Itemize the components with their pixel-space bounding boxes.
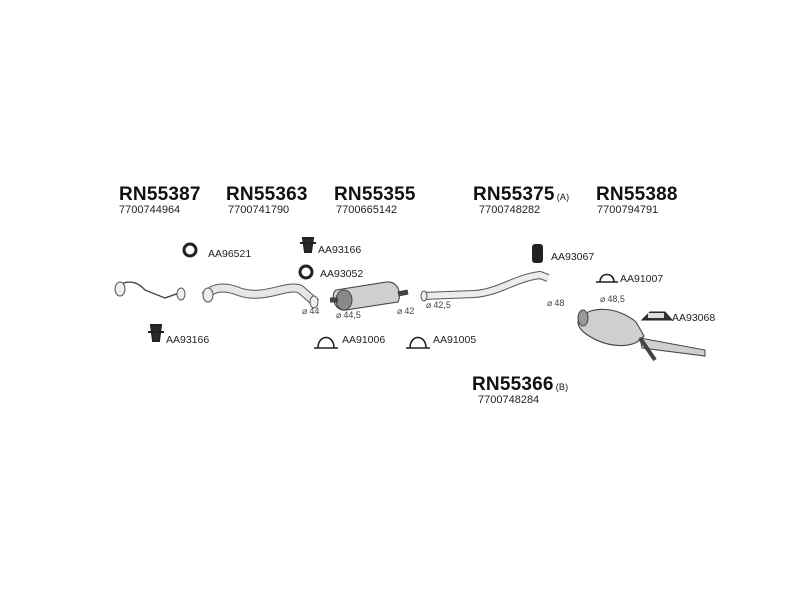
intermediate-pipe-part bbox=[201, 283, 319, 309]
diameter-icon: ⌀ bbox=[426, 300, 432, 310]
part-number: RN55355 bbox=[334, 184, 416, 205]
oem-number: 7700744964 bbox=[119, 204, 181, 216]
rubber-mount-icon bbox=[148, 324, 164, 342]
accessory-ref: AA91005 bbox=[433, 334, 477, 346]
rubber-strap-label bbox=[648, 313, 664, 318]
oem-number: 7700748284 bbox=[478, 394, 540, 406]
diameter-icon: ⌀ bbox=[547, 298, 553, 308]
oem-number: 7700741790 bbox=[228, 204, 290, 216]
part-number: RN55375(A) bbox=[473, 184, 570, 205]
accessory-ref: AA93166 bbox=[318, 244, 362, 256]
diameter-icon: ⌀ bbox=[397, 306, 403, 316]
pipe-diameter: ⌀42,5 bbox=[426, 300, 451, 310]
part-number: RN55387 bbox=[119, 184, 201, 205]
gasket-ring-icon bbox=[182, 242, 198, 258]
accessory-ref: AA93166 bbox=[166, 334, 210, 346]
accessory-ref: AA93067 bbox=[551, 251, 595, 263]
oem-number: 7700794791 bbox=[597, 204, 659, 216]
diameter-icon: ⌀ bbox=[302, 306, 308, 316]
front-downpipe-part bbox=[114, 281, 186, 301]
accessory-ref: AA91007 bbox=[620, 273, 664, 285]
middle-pipe-part bbox=[420, 270, 550, 302]
accessory-ref: AA96521 bbox=[208, 248, 252, 260]
pipe-diameter: ⌀42 bbox=[397, 306, 415, 316]
part-number: RN55366(B) bbox=[472, 374, 569, 395]
pipe-diameter: ⌀48 bbox=[547, 298, 565, 308]
diameter-icon: ⌀ bbox=[600, 294, 606, 304]
pipe-diameter: ⌀44,5 bbox=[336, 310, 361, 320]
rear-silencer-part bbox=[577, 308, 706, 362]
diameter-icon: ⌀ bbox=[336, 310, 342, 320]
rubber-hanger-icon bbox=[532, 244, 543, 263]
u-clamp-icon bbox=[314, 336, 338, 349]
accessory-ref: AA91006 bbox=[342, 334, 386, 346]
part-suffix: (B) bbox=[555, 382, 569, 392]
u-clamp-icon bbox=[596, 273, 618, 283]
part-number: RN55363 bbox=[226, 184, 308, 205]
front-silencer-part bbox=[330, 281, 409, 311]
part-suffix: (A) bbox=[556, 192, 570, 202]
u-clamp-icon bbox=[406, 336, 430, 349]
part-number: RN55388 bbox=[596, 184, 678, 205]
accessory-ref: AA93052 bbox=[320, 268, 364, 280]
pipe-diameter: ⌀44 bbox=[302, 306, 320, 316]
pipe-diameter: ⌀48,5 bbox=[600, 294, 625, 304]
accessory-ref: AA93068 bbox=[672, 312, 716, 324]
rubber-mount-icon bbox=[300, 237, 316, 253]
oem-number: 7700665142 bbox=[336, 204, 398, 216]
gasket-ring-icon bbox=[298, 264, 314, 280]
oem-number: 7700748282 bbox=[479, 204, 541, 216]
